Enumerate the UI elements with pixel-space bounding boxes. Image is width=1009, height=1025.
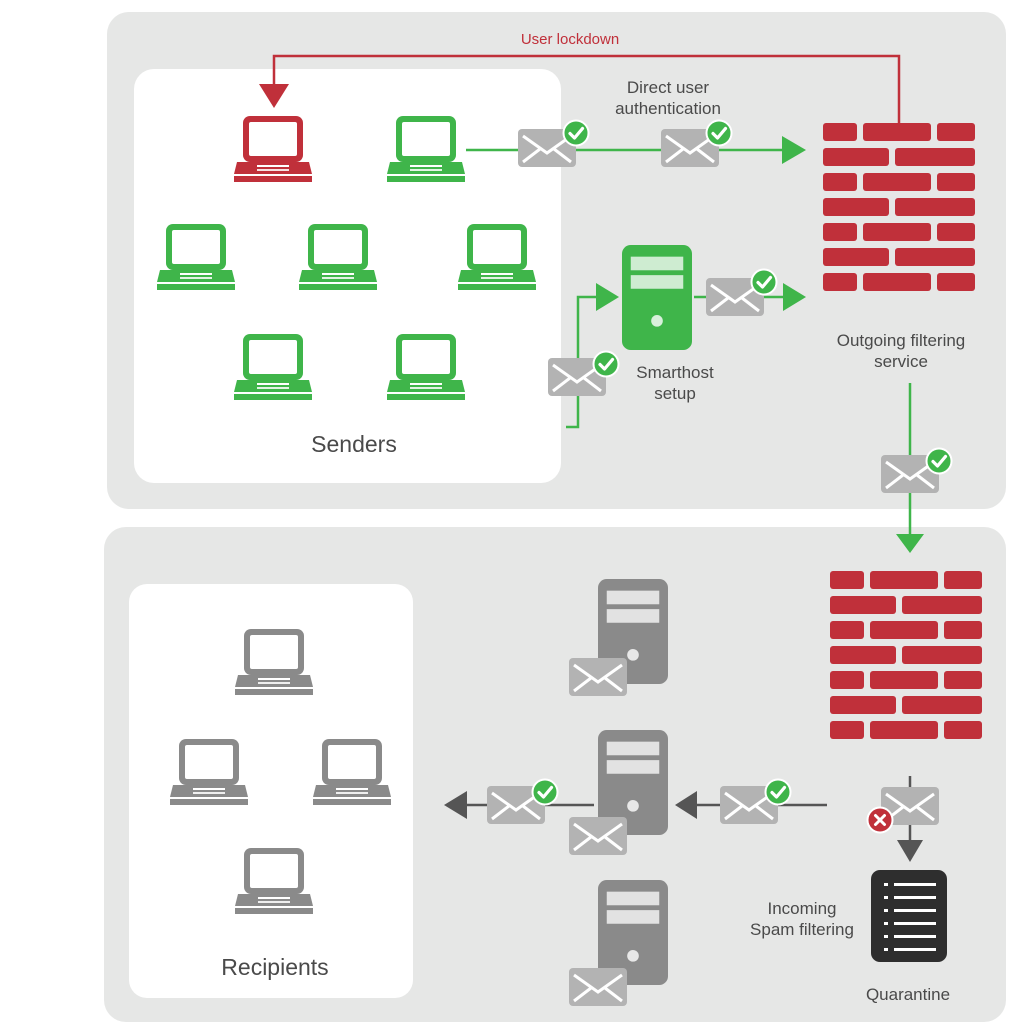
cross-badge-icon: [866, 806, 894, 834]
firewall-icon: [830, 571, 982, 739]
check-badge-icon: [705, 119, 733, 147]
laptop-icon-gray: [235, 848, 313, 914]
check-badge-icon: [531, 778, 559, 806]
user-lockdown-arrow: [259, 54, 901, 123]
laptop-icon-gray: [170, 739, 248, 805]
envelope-icon: [569, 817, 627, 855]
check-badge-icon: [562, 119, 590, 147]
server-icon: [622, 245, 692, 350]
recipients-box: [129, 584, 413, 998]
laptop-icon-green: [458, 224, 536, 290]
user-lockdown-label: User lockdown: [520, 31, 620, 48]
laptop-icon-red: [234, 116, 312, 182]
smarthost-path: [548, 245, 806, 429]
laptop-icon-gray: [313, 739, 391, 805]
outgoing-to-incoming-arrow: [881, 383, 953, 553]
firewall-icon: [823, 123, 975, 291]
laptop-icon-green: [387, 116, 465, 182]
laptop-icon-green: [299, 224, 377, 290]
quarantine-label: Quarantine: [865, 985, 951, 1004]
laptop-icon-gray: [235, 629, 313, 695]
senders-label: Senders: [311, 431, 397, 457]
laptop-icon-green: [234, 334, 312, 400]
laptop-icon-green: [157, 224, 235, 290]
spam-path: [866, 776, 939, 862]
check-badge-icon: [764, 778, 792, 806]
envelope-icon: [569, 658, 627, 696]
incoming-clean-path: [444, 778, 827, 824]
quarantine-icon: [871, 870, 947, 962]
check-badge-icon: [750, 268, 778, 296]
laptop-icon-green: [387, 334, 465, 400]
direct-auth-path: [466, 119, 806, 167]
envelope-icon: [569, 968, 627, 1006]
check-badge-icon: [925, 447, 953, 475]
recipients-label: Recipients: [221, 954, 329, 980]
